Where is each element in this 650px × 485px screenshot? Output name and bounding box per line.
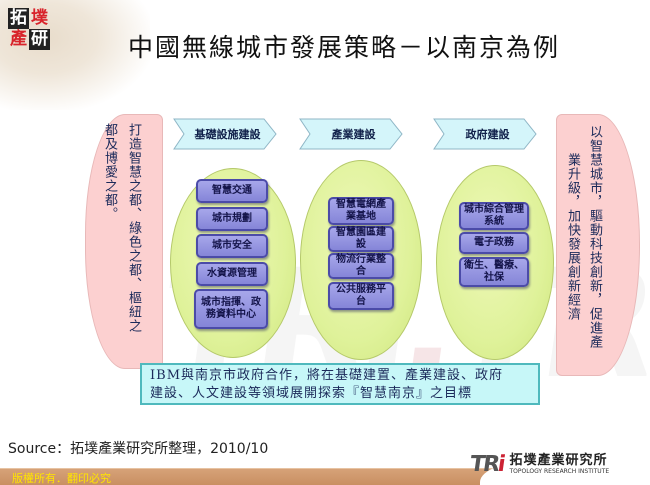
stage-chevron-government: 政府建設	[432, 118, 537, 150]
note-line-2: 建設、人文建設等領域展開探索『智慧南京』之目標	[150, 386, 473, 401]
stage-label: 基礎設施建設	[194, 128, 261, 141]
chevron-shape-icon	[173, 118, 277, 150]
copyright-text: 版權所有．翻印必究	[12, 472, 111, 485]
brand-chinese-name: 拓墣產業研究所	[509, 452, 608, 468]
tri-corner-logo: 拓 墣 產 研	[8, 8, 50, 50]
brand-english-name: TOPOLOGY RESEARCH INSTITUTE	[509, 467, 610, 475]
item-city-management-system: 城市綜合管理系統	[459, 202, 529, 230]
item-public-service-platform: 公共服務平台	[328, 282, 394, 310]
left-goal-text-col1: 打造智慧之都、綠色之都、樞紐之	[126, 123, 141, 333]
left-goal-text-col2: 都及博愛之都。	[102, 123, 117, 221]
item-command-data-center: 城市指揮、政務資料中心	[194, 289, 268, 329]
tri-logo-mark-icon: TRi	[468, 452, 506, 477]
source-caption: Source：拓墣產業研究所整理，2010/10	[8, 441, 269, 457]
item-smart-grid-base: 智慧電網產業基地	[328, 197, 394, 225]
item-smart-transport: 智慧交通	[196, 179, 268, 203]
item-logistics-integration: 物流行業整合	[328, 253, 394, 279]
chevron-shape-icon	[299, 118, 403, 150]
left-goal-panel: 打造智慧之都、綠色之都、樞紐之 都及博愛之都。	[85, 114, 163, 369]
stage-label: 產業建設	[331, 128, 376, 141]
chevron-shape-icon	[433, 118, 537, 150]
stage-chevron-industry: 產業建設	[298, 118, 403, 150]
item-e-government: 電子政務	[459, 232, 529, 254]
item-water-management: 水資源管理	[196, 262, 268, 286]
ibm-cooperation-note: IBM與南京市政府合作，將在基礎建置、產業建設、政府 建設、人文建設等領域展開探…	[140, 363, 540, 405]
stage-label: 政府建設	[465, 128, 510, 141]
right-goal-text-col2: 業升級，加快發展創新經濟	[565, 153, 580, 321]
right-goal-text-col1: 以智慧城市，驅動科技創新，促進產	[587, 125, 602, 349]
tri-brand-logo: TRi 拓墣產業研究所 TOPOLOGY RESEARCH INSTITUTE	[468, 452, 610, 477]
logo-char: 墣	[31, 8, 48, 28]
item-urban-planning: 城市規劃	[196, 207, 268, 231]
item-urban-security: 城市安全	[196, 234, 268, 258]
right-goal-panel: 以智慧城市，驅動科技創新，促進產 業升級，加快發展創新經濟	[556, 114, 640, 376]
page-title: 中國無線城市發展策略－以南京為例	[128, 33, 561, 62]
item-smart-park: 智慧園區建設	[328, 226, 394, 252]
logo-char: 拓	[8, 8, 29, 29]
footer-curve	[480, 460, 650, 485]
note-line-1: IBM與南京市政府合作，將在基礎建置、產業建設、政府	[150, 368, 503, 383]
stage-chevron-infrastructure: 基礎設施建設	[172, 118, 277, 150]
item-health-social-security: 衛生、醫療、社保	[459, 257, 529, 287]
logo-char: 產	[10, 29, 27, 49]
logo-char: 研	[29, 29, 50, 50]
